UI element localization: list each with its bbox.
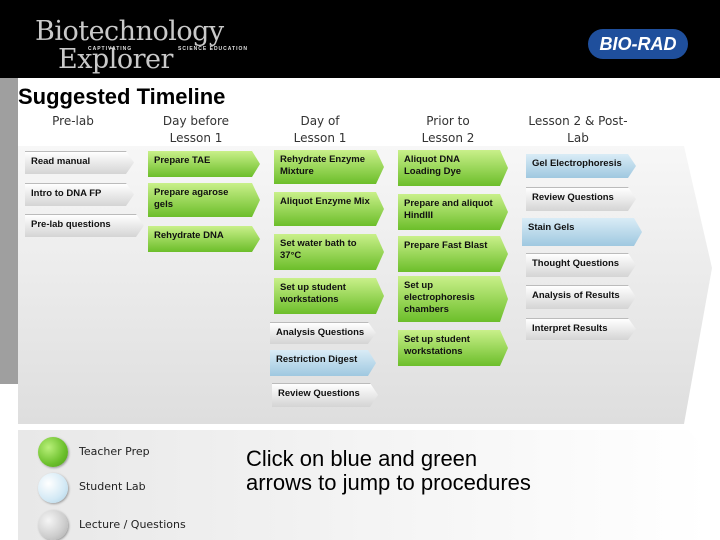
column-header-day-of: Day of Lesson 1 (293, 114, 347, 145)
step-interpret-results[interactable]: Interpret Results (526, 318, 636, 340)
step-gel-electrophoresis[interactable]: Gel Electrophoresis (526, 154, 636, 178)
step-rehydrate-enzyme-mixture[interactable]: Rehydrate Enzyme Mixture (274, 150, 384, 184)
step-aliquot-dna-loading-dye[interactable]: Aliquot DNA Loading Dye (398, 150, 508, 186)
step-prepare-aliquot-hindiii[interactable]: Prepare and aliquot HindIII (398, 194, 508, 230)
brand-line1: Biotechnology (35, 16, 224, 47)
timeline-panel: Pre-lab Day before Lesson 1 Day of Lesso… (18, 108, 712, 424)
legend-background (18, 430, 708, 540)
legend-teacher-prep: Teacher Prep (79, 445, 150, 458)
step-aliquot-enzyme-mix[interactable]: Aliquot Enzyme Mix (274, 192, 384, 226)
bio-rad-logo: BIO-RAD (588, 29, 688, 59)
step-read-manual[interactable]: Read manual (25, 151, 134, 174)
step-review-questions-day-of[interactable]: Review Questions (272, 383, 378, 407)
tagline-left: CAPTIVATING (88, 46, 133, 52)
brand-line2: Explorer (58, 44, 173, 75)
tagline-right: SCIENCE EDUCATION (178, 46, 248, 52)
step-set-up-electrophoresis-chambers[interactable]: Set up electrophoresis chambers (398, 276, 508, 322)
lecture-questions-dot (38, 510, 68, 540)
step-analysis-questions[interactable]: Analysis Questions (270, 322, 376, 344)
step-pre-lab-questions[interactable]: Pre-lab questions (25, 214, 144, 237)
step-prepare-agarose-gels[interactable]: Prepare agarose gels (148, 183, 260, 217)
step-rehydrate-dna[interactable]: Rehydrate DNA (148, 226, 260, 252)
step-thought-questions[interactable]: Thought Questions (526, 253, 636, 277)
legend-lecture-questions: Lecture / Questions (79, 518, 186, 531)
step-set-up-workstations-day-of[interactable]: Set up student workstations (274, 278, 384, 314)
student-lab-dot (38, 473, 68, 503)
page-title: Suggested Timeline (18, 84, 226, 109)
column-header-prior-to-2: Prior to Lesson 2 (421, 114, 475, 145)
legend: Teacher Prep Student Lab Lecture / Quest… (18, 430, 708, 540)
step-prepare-tae[interactable]: Prepare TAE (148, 151, 260, 177)
column-header-prelab: Pre-lab (52, 114, 94, 128)
instruction-note: Click on blue and green arrows to jump t… (246, 446, 531, 495)
column-header-day-before: Day before Lesson 1 (162, 114, 230, 145)
column-header-lesson-2: Lesson 2 & Post-Lab (528, 114, 628, 145)
step-intro-dna-fp[interactable]: Intro to DNA FP (25, 183, 134, 206)
teacher-prep-dot (38, 437, 68, 467)
step-analysis-of-results[interactable]: Analysis of Results (526, 285, 636, 309)
step-restriction-digest[interactable]: Restriction Digest (270, 350, 376, 376)
step-stain-gels[interactable]: Stain Gels (522, 218, 642, 246)
step-set-water-bath[interactable]: Set water bath to 37°C (274, 234, 384, 270)
step-review-questions-lesson-2[interactable]: Review Questions (526, 187, 636, 211)
step-set-up-workstations-prior-2[interactable]: Set up student workstations (398, 330, 508, 366)
step-prepare-fast-blast[interactable]: Prepare Fast Blast (398, 236, 508, 272)
legend-student-lab: Student Lab (79, 480, 146, 493)
header-banner: Biotechnology CAPTIVATING SCIENCE EDUCAT… (0, 0, 720, 78)
side-bar (0, 78, 18, 384)
